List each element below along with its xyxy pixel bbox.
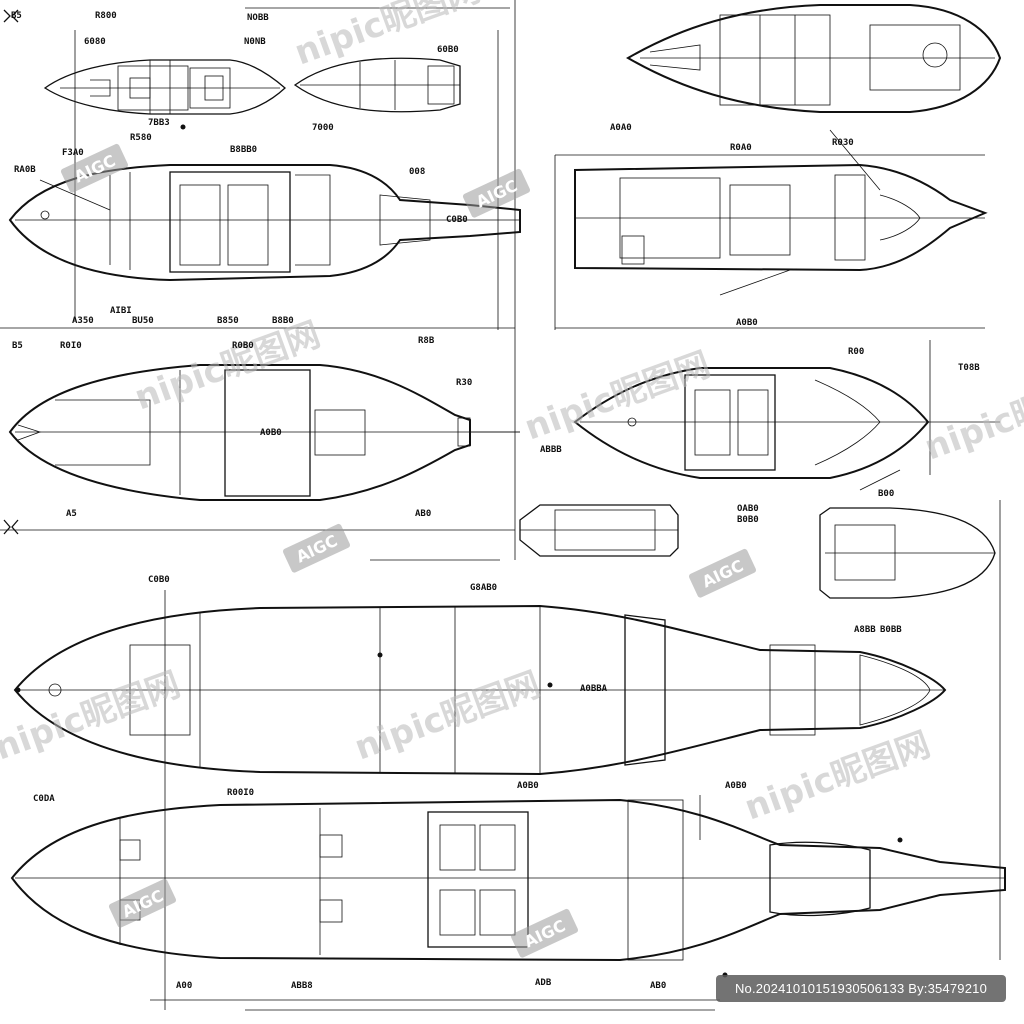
- aigc-badge: AIGC: [510, 908, 579, 958]
- callout-label: B5: [12, 341, 23, 351]
- callout-label: RA0B: [14, 165, 36, 175]
- drawing-small-nose-top: [293, 57, 461, 113]
- drawing-small-section-right: [819, 507, 996, 599]
- callout-label: AIBI: [110, 306, 132, 316]
- callout-label: NOBB: [247, 13, 269, 23]
- callout-label: R800: [95, 11, 117, 21]
- callout-label: C0B0: [148, 575, 170, 585]
- callout-label: B8B0: [272, 316, 294, 326]
- drawing-small-section-center: [519, 504, 679, 557]
- callout-label: A0A0: [610, 123, 632, 133]
- callout-label: AB0: [415, 509, 431, 519]
- callout-label: A0B0: [736, 318, 758, 328]
- image-id-bar: No.20241010151930506133 By:35479210: [716, 975, 1006, 1002]
- drawing-hull-bottom: [10, 798, 1006, 962]
- watermark-text: nipic昵图网: [739, 725, 935, 829]
- callout-label: ADB: [535, 978, 552, 988]
- watermark-text: nipic昵图网: [349, 665, 545, 769]
- callout-label: R0B0: [232, 341, 254, 351]
- callout-label: B850: [217, 316, 239, 326]
- callout-label: B5: [11, 11, 22, 21]
- callout-label: OAB0: [737, 504, 759, 514]
- callout-label: ABBB: [540, 445, 562, 455]
- aigc-badge: AIGC: [108, 878, 177, 928]
- callout-label: A5: [66, 509, 77, 519]
- callout-label: N0NB: [244, 37, 266, 47]
- callout-label: 7000: [312, 123, 334, 133]
- callout-label: A0B0: [517, 781, 539, 791]
- callout-label: A8BB: [854, 625, 876, 635]
- image-id-text: No.20241010151930506133 By:35479210: [734, 981, 988, 996]
- callout-label: R030: [832, 138, 854, 148]
- callout-label: B0BB: [880, 625, 902, 635]
- watermark-text: nipic昵图网: [519, 345, 715, 449]
- callout-label: 008: [409, 167, 425, 177]
- callout-label: BU50: [132, 316, 154, 326]
- watermark-text: nipic昵图网: [919, 365, 1024, 469]
- callout-label: R00I0: [227, 788, 254, 798]
- watermark-text: nipic昵图网: [129, 315, 325, 419]
- callout-label: A00: [176, 981, 192, 991]
- callout-label: C0B0: [446, 215, 468, 225]
- callout-label: B8BB0: [230, 145, 257, 155]
- callout-label: 7BB3: [148, 118, 170, 128]
- callout-label: A0B0: [725, 781, 747, 791]
- callout-label: R30: [456, 378, 472, 388]
- aigc-badge: AIGC: [282, 523, 351, 573]
- drawing-hull-middle-left: [8, 364, 520, 501]
- drawing-hull-top-right: [625, 4, 1002, 113]
- callout-label: G8AB0: [470, 583, 497, 593]
- callout-label: R8B: [418, 336, 435, 346]
- watermark-text: nipic昵图网: [289, 0, 485, 73]
- callout-label: 60B0: [437, 45, 459, 55]
- drawing-hull-upper-right: [555, 154, 988, 329]
- callout-label: R0I0: [60, 341, 82, 351]
- dimension-lines: [0, 0, 1001, 1011]
- callout-label: ABB8: [291, 981, 313, 991]
- corner-marks: [3, 9, 19, 535]
- callout-label: R00: [848, 347, 864, 357]
- drawing-hull-lower: [13, 604, 947, 776]
- callout-label: A0B0: [260, 428, 282, 438]
- callout-label: R580: [130, 133, 152, 143]
- callout-label: F3A0: [62, 148, 84, 158]
- watermark-text: nipic昵图网: [0, 665, 185, 769]
- callout-label: B00: [878, 489, 894, 499]
- callout-label: A350: [72, 316, 94, 326]
- callout-label: T08B: [958, 363, 980, 373]
- callout-label: 6080: [84, 37, 106, 47]
- callout-label: R0A0: [730, 143, 752, 153]
- aigc-badge: AIGC: [688, 548, 757, 598]
- callout-label: B0B0: [737, 515, 759, 525]
- callout-label: AB0: [650, 981, 666, 991]
- drawing-small-hull-top-left: [43, 59, 286, 115]
- callout-label: C0DA: [33, 794, 55, 804]
- callout-label: A0BBA: [580, 684, 608, 694]
